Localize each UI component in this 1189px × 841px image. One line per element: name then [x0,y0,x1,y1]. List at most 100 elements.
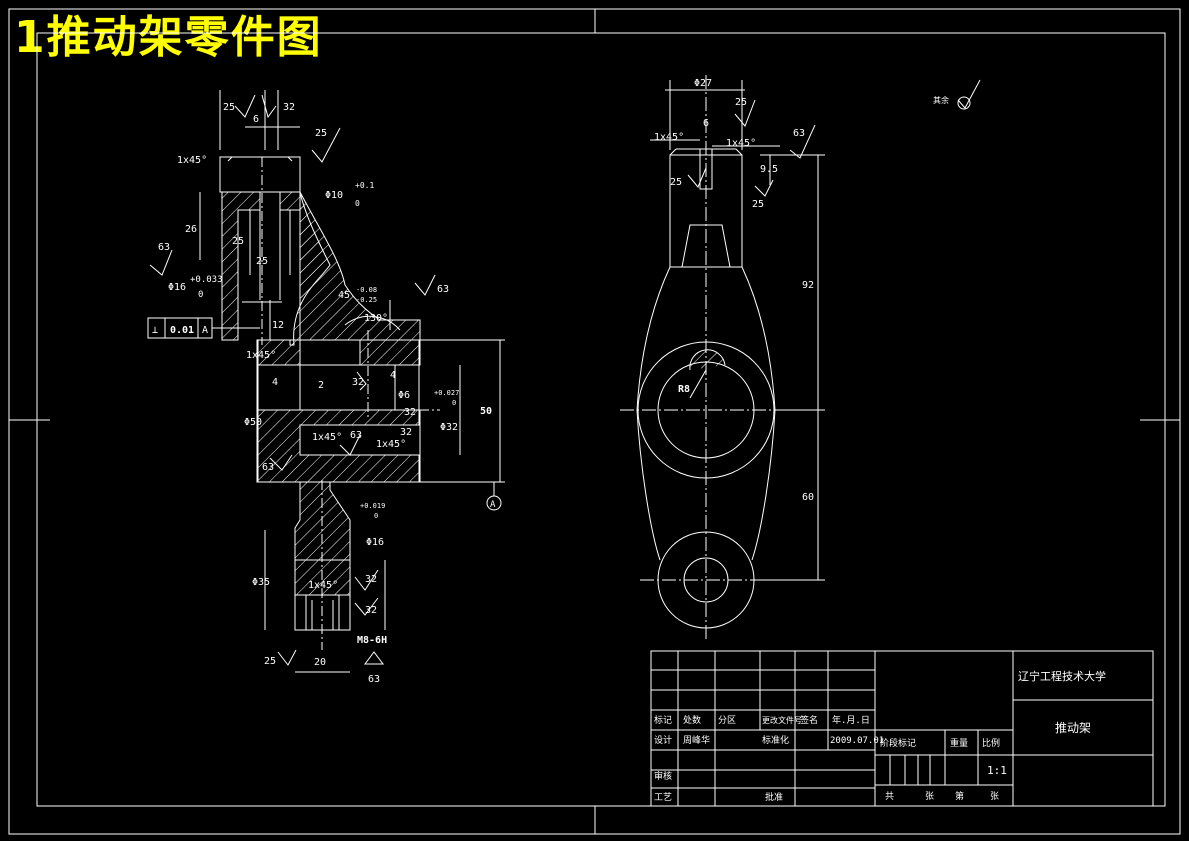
roughness-25-c: 25 [232,236,244,247]
roughness-63-right: 63 [793,128,805,139]
phi32-tol-upper: +0.027 [434,389,459,397]
tolerance-datum: A [202,325,208,336]
label-sheet-b: 张 [990,791,999,802]
label-signature: 签名 [800,714,818,726]
phi16-low-tol-lower: 0 [374,512,378,520]
roughness-63-c: 63 [350,430,362,441]
right-front-view [620,75,981,640]
phi50: Φ50 [244,417,262,428]
label-zone: 分区 [718,715,736,726]
phi32-tol-lower: 0 [452,399,456,407]
top-boss-outline [219,156,301,193]
label-change-doc: 更改文件号 [762,715,802,725]
hole-tol-upper: +0.1 [355,181,374,190]
dim-9-5: 9.5 [760,164,778,175]
roughness-32-c: 32 [404,407,416,418]
label-weight: 重量 [950,737,968,749]
roughness-32-b: 32 [352,377,364,388]
label-approve: 批准 [765,791,783,803]
roughness-25-b: 25 [315,128,327,139]
chamfer-top: 1x45° [177,155,207,166]
phi35: Φ35 [252,577,270,588]
label-total: 共 [885,791,894,802]
dim-2: 2 [318,380,324,391]
dim-26: 26 [185,224,197,235]
label-stage: 阶段标记 [880,737,916,749]
part-name: 推动架 [1055,721,1091,735]
label-mark: 标记 [654,714,672,726]
roughness-32-f: 32 [365,605,377,616]
roughness-25-right-a: 25 [670,177,682,188]
roughness-63-e: 63 [368,674,380,685]
dim-12: 12 [272,320,284,331]
phi6: Φ6 [398,390,410,401]
designer-name: 周峰华 [683,734,710,746]
right-view-labels: Φ27 25 1x45° 6 1x45° 63 9.5 25 25 92 60 … [654,78,949,503]
roughness-25-right: 25 [735,97,747,108]
label-count: 处数 [683,714,701,726]
dim-50: 50 [480,406,492,417]
chamfer-left-right: 1x45° [654,132,684,143]
label-process: 工艺 [654,792,672,803]
dim-4-left: 4 [272,377,278,388]
hole-dim: Φ10 [325,190,343,201]
angle-130: 130° [364,313,388,324]
arm-curve-hatch [299,191,421,341]
phi32: Φ32 [440,422,458,433]
roughness-32-e: 32 [365,574,377,585]
datum-a: A [490,500,496,510]
roughness-25-d: 25 [256,256,268,267]
roughness-32-a: 32 [283,102,295,113]
perpendicularity-symbol: ⊥ [152,325,158,336]
left-section-view [147,90,505,673]
phi16-low: Φ16 [366,537,384,548]
dim-92: 92 [802,280,814,291]
hole-tol-lower: 0 [355,199,360,208]
roughness-63-a: 63 [158,242,170,253]
label-design: 设计 [654,734,672,746]
bore-label: R8 [678,384,690,395]
label-date: 年.月.日 [832,714,870,726]
label-standardize: 标准化 [762,734,789,746]
chamfer-low-left: 1x45° [312,432,342,443]
dim-6-right: 6 [703,118,709,129]
roughness-25-a: 25 [223,102,235,113]
phi27: Φ27 [694,78,712,89]
chamfer-bottom: 1x45° [308,580,338,591]
phi16-tol-upper: +0.033 [190,275,223,285]
roughness-25-e: 25 [264,656,276,667]
scale-value: 1:1 [987,764,1007,777]
arm-left-hatch [221,191,261,341]
chamfer-right-right: 1x45° [726,138,756,149]
chamfer-mid: 1x45° [246,350,276,361]
roughness-63-d: 63 [262,462,274,473]
left-view-labels: 6 25 32 1x45° 25 Φ10 +0.1 0 26 63 25 25 … [152,102,496,685]
label-review: 审核 [654,770,672,782]
roughness-25-right-b: 25 [752,199,764,210]
label-scale: 比例 [982,737,1000,749]
dim-4-right: 4 [390,370,396,381]
school-name: 辽宁工程技术大学 [1018,669,1106,683]
roughness-63-b: 63 [437,284,449,295]
design-date: 2009.07.01 [830,736,884,746]
title-block [650,650,1154,807]
dim-45-tol-lower: -0.25 [356,296,377,304]
phi16-low-tol-upper: +0.019 [360,502,385,510]
phi16: Φ16 [168,282,186,293]
dim-45-tol-upper: -0.08 [356,286,377,294]
phi16-tol-lower: 0 [198,290,203,300]
drawing-frame [8,8,1181,835]
chamfer-low-right: 1x45° [376,439,406,450]
dim-45: 45 [338,290,350,301]
thread-label: M8-6H [357,635,387,646]
label-nth: 第 [955,790,964,802]
dim-20: 20 [314,657,326,668]
other-roughness-label: 其余 [933,95,949,105]
dim-6: 6 [253,114,259,125]
title-block-text: 辽宁工程技术大学 推动架 标记 处数 分区 更改文件号 签名 年.月.日 设计 … [654,669,1106,803]
dim-60: 60 [802,492,814,503]
roughness-32-d: 32 [400,427,412,438]
label-sheet-a: 张 [925,791,934,802]
page-title: 1推动架零件图 [14,12,323,63]
